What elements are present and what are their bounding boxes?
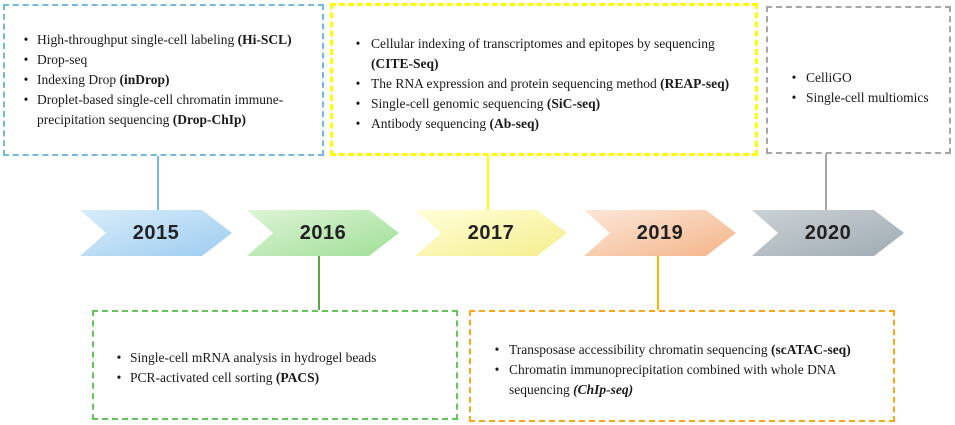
year-label-2017: 2017 (467, 221, 515, 244)
year-label-2020: 2020 (804, 221, 852, 244)
list-item: • Single-cell multiomics (782, 88, 945, 108)
year-arrow-2016: 2016 (247, 210, 399, 256)
list-item: • Cellular indexing of transcriptomes and… (345, 34, 749, 74)
list-item: • Drop-seq (15, 50, 322, 70)
list-item-text: Single-cell mRNA analysis in hydrogel be… (130, 350, 377, 365)
tech-box-2019: • Transposase accessibility chromatin seq… (469, 310, 895, 422)
list-item-text: Drop-seq (37, 52, 88, 67)
year-arrow-2019: 2019 (584, 210, 736, 256)
bullet-icon: • (23, 32, 29, 47)
list-item-text: Chromatin immunoprecipitation combined w… (509, 362, 836, 397)
list-item-text: Cellular indexing of transcriptomes and … (371, 36, 715, 71)
bullet-icon: • (791, 70, 797, 85)
tech-box-2015: • High-throughput single-cell labeling (H… (3, 4, 324, 156)
list-item: • Droplet-based single-cell chromatin imm… (15, 90, 322, 130)
list-item: • High-throughput single-cell labeling (H… (15, 30, 322, 50)
connector-line-2015 (157, 156, 159, 210)
bullet-icon: • (791, 90, 797, 105)
year-arrow-2020: 2020 (752, 210, 904, 256)
year-arrow-2017: 2017 (415, 210, 567, 256)
bullet-icon: • (355, 116, 361, 131)
list-item: • Single-cell mRNA analysis in hydrogel b… (108, 348, 450, 368)
bullet-icon: • (116, 350, 122, 365)
chevron-arrow-icon (752, 210, 904, 256)
tech-box-2020: • CelliGO • Single-cell multiomics (766, 6, 951, 154)
list-item: • The RNA expression and protein sequenci… (345, 74, 749, 94)
list-item-text: CelliGO (806, 70, 852, 85)
list-item-text: Droplet-based single-cell chromatin immu… (37, 92, 284, 127)
connector-line-2020 (825, 154, 827, 210)
list-item: • Single-cell genomic sequencing (SiC-seq… (345, 94, 749, 114)
tech-list-2017: • Cellular indexing of transcriptomes and… (345, 34, 749, 134)
list-item-text: PCR-activated cell sorting (PACS) (130, 370, 320, 385)
bullet-icon: • (355, 96, 361, 111)
list-item-text: Antibody sequencing (Ab-seq) (371, 116, 539, 131)
list-item-text: The RNA expression and protein sequencin… (371, 76, 730, 91)
chevron-arrow-icon (247, 210, 399, 256)
bullet-icon: • (355, 36, 361, 51)
year-label-2016: 2016 (299, 221, 347, 244)
bullet-icon: • (116, 370, 122, 385)
list-item: • Chromatin immunoprecipitation combined … (485, 360, 885, 400)
list-item-text: Transposase accessibility chromatin sequ… (509, 342, 851, 357)
chevron-arrow-icon (415, 210, 567, 256)
tech-box-2017: • Cellular indexing of transcriptomes and… (330, 3, 758, 156)
list-item: • Indexing Drop (inDrop) (15, 70, 322, 90)
tech-list-2019: • Transposase accessibility chromatin seq… (485, 340, 885, 400)
list-item-text: Single-cell genomic sequencing (SiC-seq) (371, 96, 601, 111)
list-item: • CelliGO (782, 68, 945, 88)
bullet-icon: • (23, 72, 29, 87)
tech-box-2016: • Single-cell mRNA analysis in hydrogel b… (92, 310, 458, 420)
tech-list-2020: • CelliGO • Single-cell multiomics (782, 68, 945, 108)
tech-list-2015: • High-throughput single-cell labeling (H… (15, 30, 322, 130)
chevron-arrow-icon (80, 210, 232, 256)
list-item-text: Single-cell multiomics (806, 90, 929, 105)
connector-line-2019 (657, 256, 659, 310)
bullet-icon: • (23, 92, 29, 107)
bullet-icon: • (355, 76, 361, 91)
bullet-icon: • (494, 362, 500, 377)
list-item: • PCR-activated cell sorting (PACS) (108, 368, 450, 388)
list-item: • Transposase accessibility chromatin seq… (485, 340, 885, 360)
bullet-icon: • (23, 52, 29, 67)
year-label-2019: 2019 (636, 221, 684, 244)
chevron-arrow-icon (584, 210, 736, 256)
list-item: • Antibody sequencing (Ab-seq) (345, 114, 749, 134)
connector-line-2016 (318, 256, 320, 310)
bullet-icon: • (494, 342, 500, 357)
year-arrow-2015: 2015 (80, 210, 232, 256)
tech-list-2016: • Single-cell mRNA analysis in hydrogel b… (108, 348, 450, 388)
list-item-text: High-throughput single-cell labeling (Hi… (37, 32, 292, 47)
year-label-2015: 2015 (132, 221, 180, 244)
connector-line-2017 (487, 156, 489, 210)
list-item-text: Indexing Drop (inDrop) (37, 72, 170, 87)
